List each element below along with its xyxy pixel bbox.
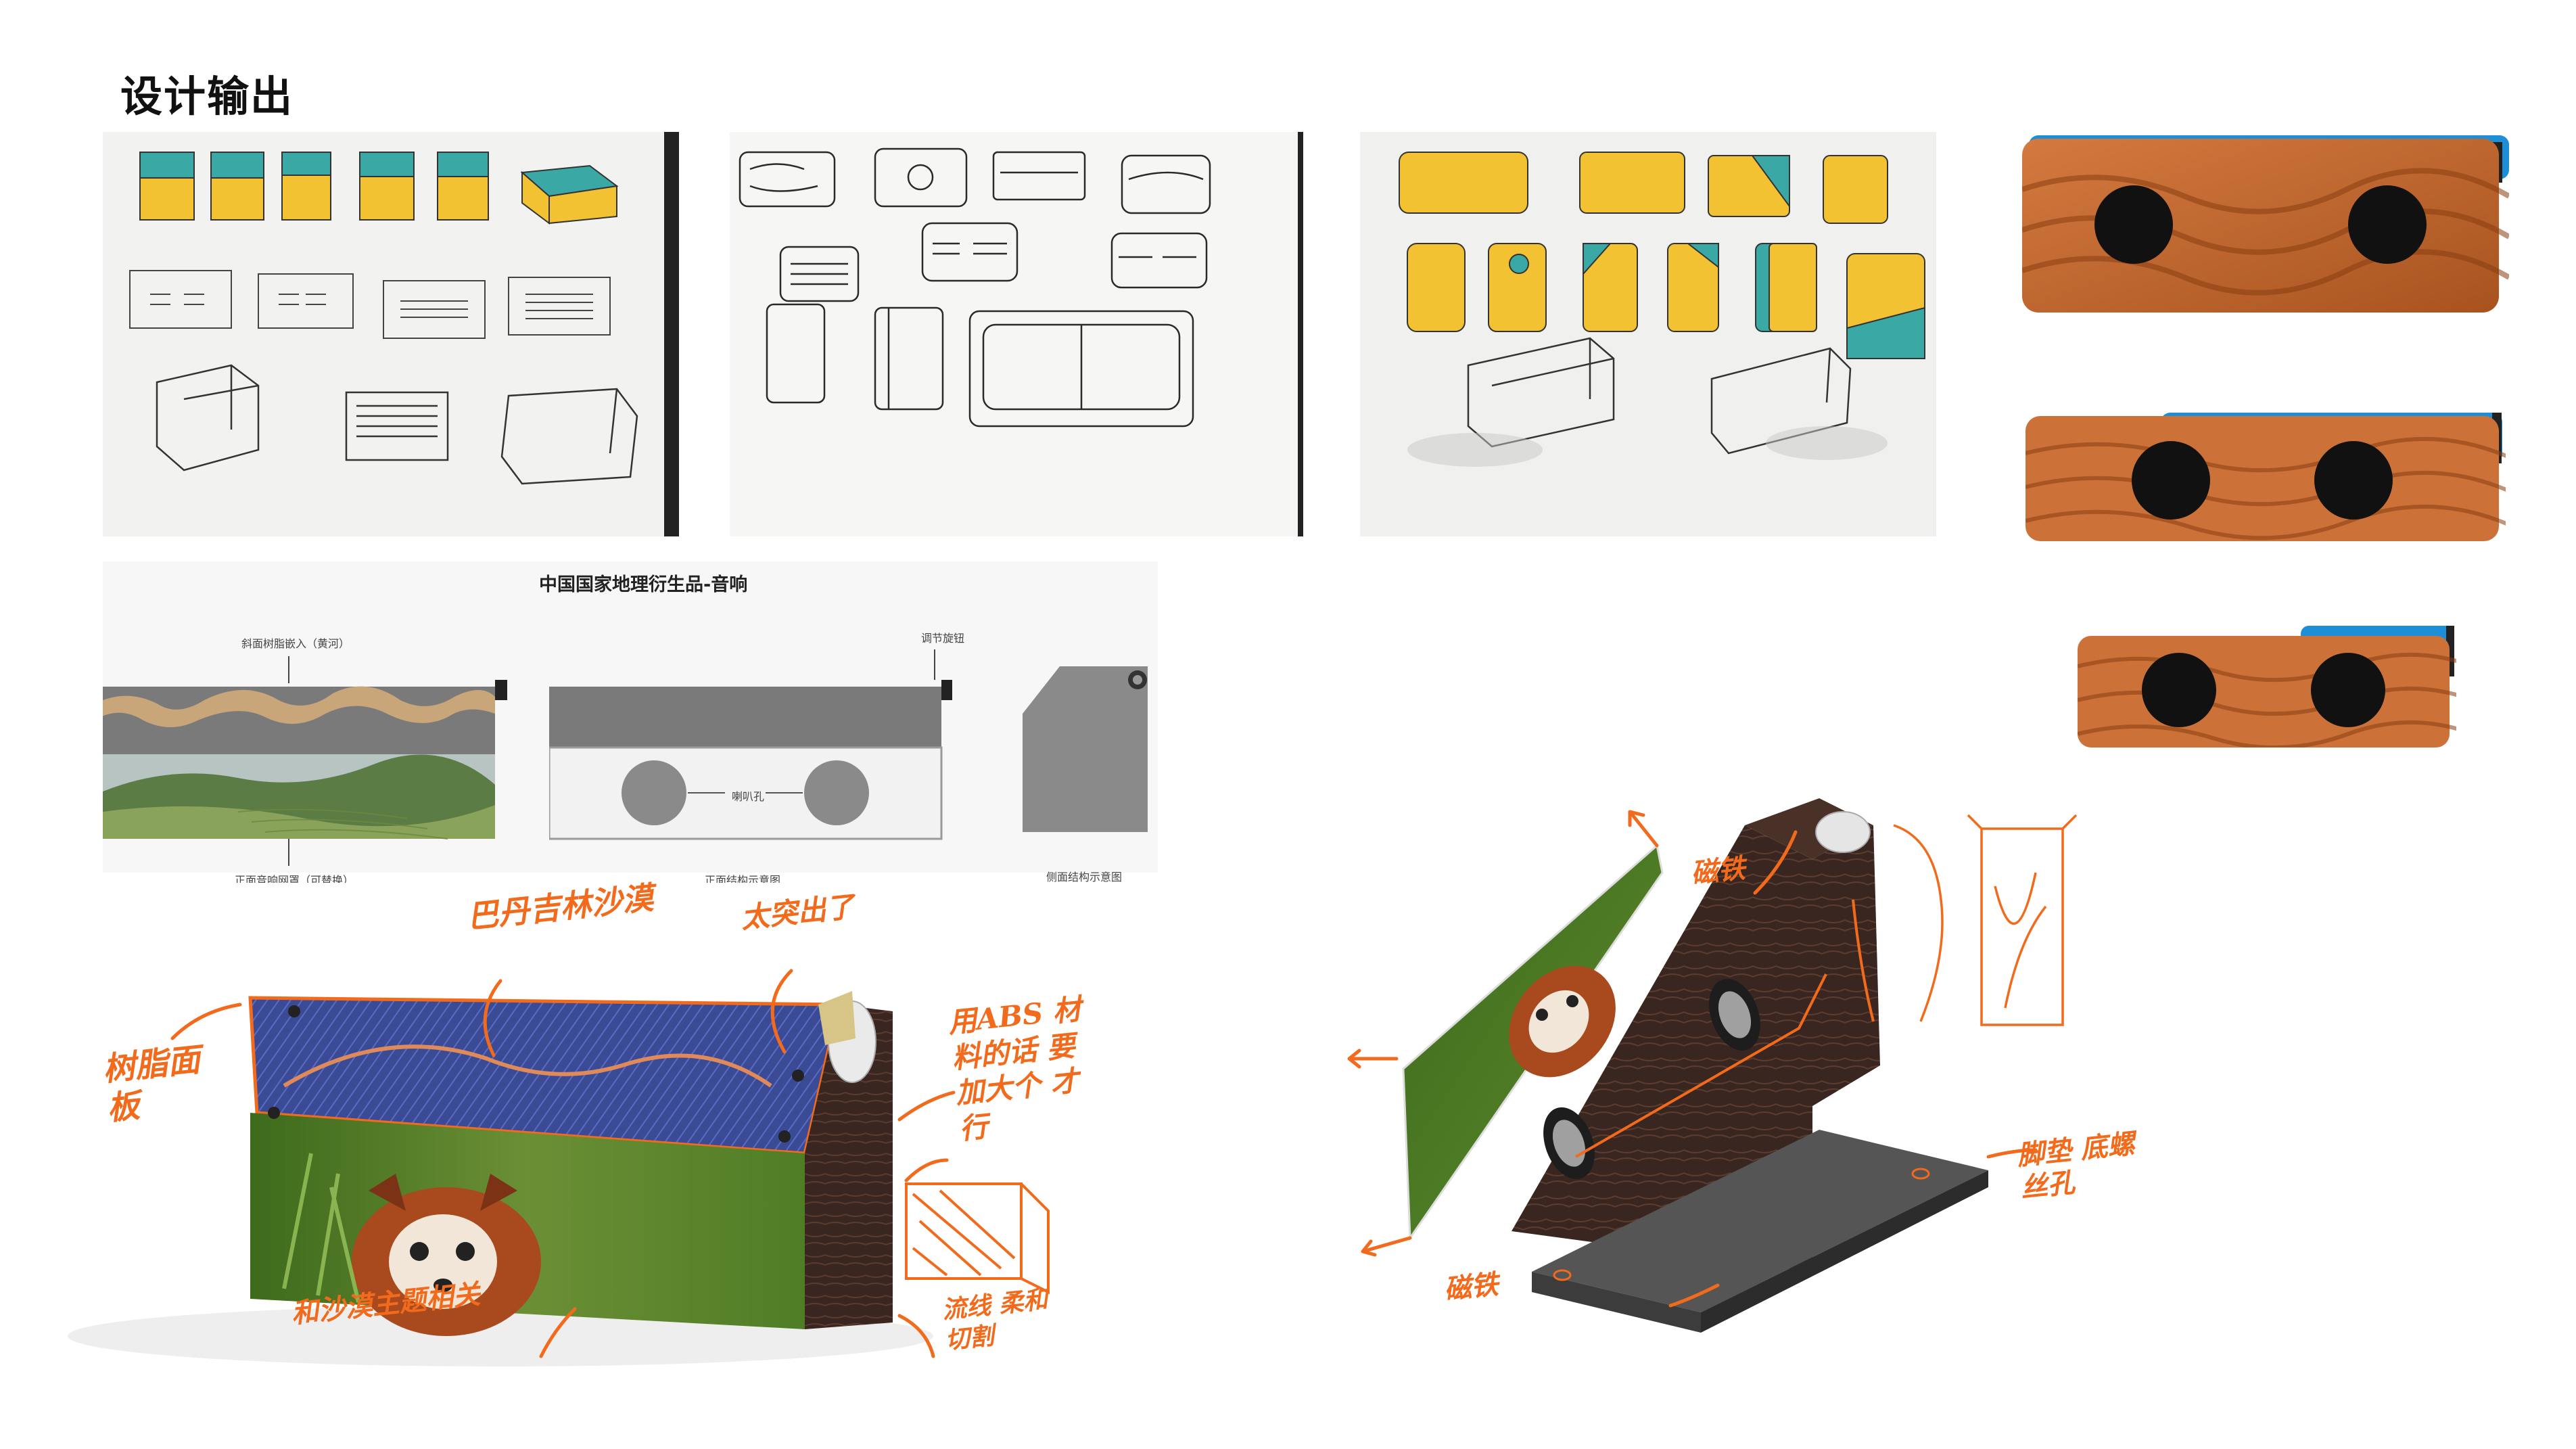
sketch-sheet-2 <box>730 132 1303 536</box>
note-resin-panel: 树脂面板 <box>101 1040 202 1128</box>
side-structure-view <box>1023 666 1148 832</box>
sketch-sheet-1 <box>103 132 679 536</box>
dune-swatch-1 <box>2022 135 2509 313</box>
red-panda-graphic <box>352 1174 541 1336</box>
diagram-title: 中国国家地理衍生品-音响 <box>539 574 748 595</box>
note-magnet-bottom: 磁铁 <box>1443 1268 1500 1306</box>
front-structure-view <box>549 649 952 840</box>
note-feet-screw-hole: 脚垫 底螺丝孔 <box>2015 1128 2136 1204</box>
label-speaker-hole: 喇叭孔 <box>732 790 765 803</box>
note-abs-material: 用ABS 材料的话 要加大个 才行 <box>946 992 1083 1145</box>
speaker-render-exploded: 磁铁 磁铁 脚垫 底螺丝孔 <box>1339 798 2151 1394</box>
speaker-render-left: 巴丹吉林沙漠 太突出了 树脂面板 用ABS 材料的话 要加大个 才行 和沙漠主题… <box>14 879 1102 1424</box>
label-knob: 调节旋钮 <box>921 632 965 645</box>
dune-swatch-2 <box>2025 413 2506 541</box>
caption-side-structure: 侧面结构示意图 <box>1046 871 1123 883</box>
structure-diagram: 中国国家地理衍生品-音响 斜面树脂嵌入（黄河） 正面音响网罩（可替换） 调节旋钮… <box>103 561 1158 887</box>
label-resin-inlay: 斜面树脂嵌入（黄河） <box>241 637 350 650</box>
note-magnet-top: 磁铁 <box>1689 852 1747 890</box>
page-title: 设计输出 <box>120 72 294 121</box>
sketch-sheet-3 <box>1360 132 1936 536</box>
front-cover-view <box>103 656 507 866</box>
dune-swatch-3 <box>2078 626 2456 748</box>
